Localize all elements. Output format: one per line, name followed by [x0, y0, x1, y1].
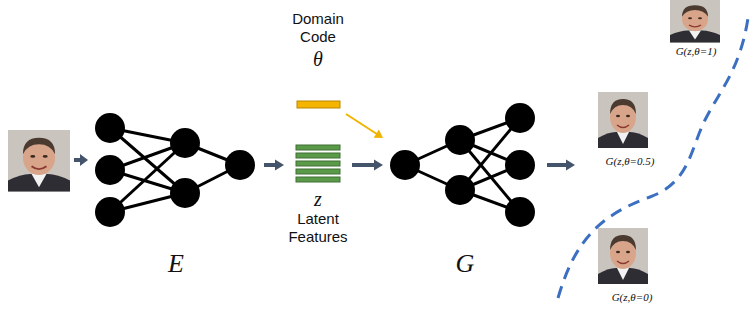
output-face [670, 0, 720, 43]
node-sublabel: Latent Features [284, 210, 352, 246]
generator-network [390, 103, 535, 227]
flow-arrow [547, 160, 575, 171]
node-sublabel: θ [282, 48, 354, 70]
encoder-network [95, 113, 255, 227]
node-label: G [383, 250, 547, 278]
input-face [8, 130, 70, 192]
flow-arrow [352, 160, 383, 171]
node-label: Domain Code [282, 10, 354, 46]
output-face-box: G(z,θ=1) [660, 0, 732, 60]
encoder-block: E [88, 98, 264, 283]
node-label: z [284, 188, 352, 210]
domain-code-bar [297, 101, 340, 108]
output-face-box: G(z,θ=0) [580, 224, 684, 310]
generator-block: G [383, 98, 547, 283]
flow-arrow [264, 160, 284, 171]
latent-bars [296, 145, 340, 182]
output-face [598, 228, 648, 284]
domain-code-arrow [346, 114, 383, 138]
latent-block: zLatent Features [284, 140, 352, 250]
node-label: G(z,θ=0.5) [575, 154, 685, 168]
domain-curve [558, 18, 748, 298]
node-label: G(z,θ=0) [580, 290, 684, 304]
input-arrow [74, 154, 88, 166]
output-face-box: G(z,θ=0.5) [575, 88, 685, 174]
domain-code-block: Domain Codeθ [282, 4, 354, 114]
output-face [598, 92, 648, 148]
node-label: E [88, 250, 264, 278]
node-label: G(z,θ=1) [660, 44, 732, 58]
